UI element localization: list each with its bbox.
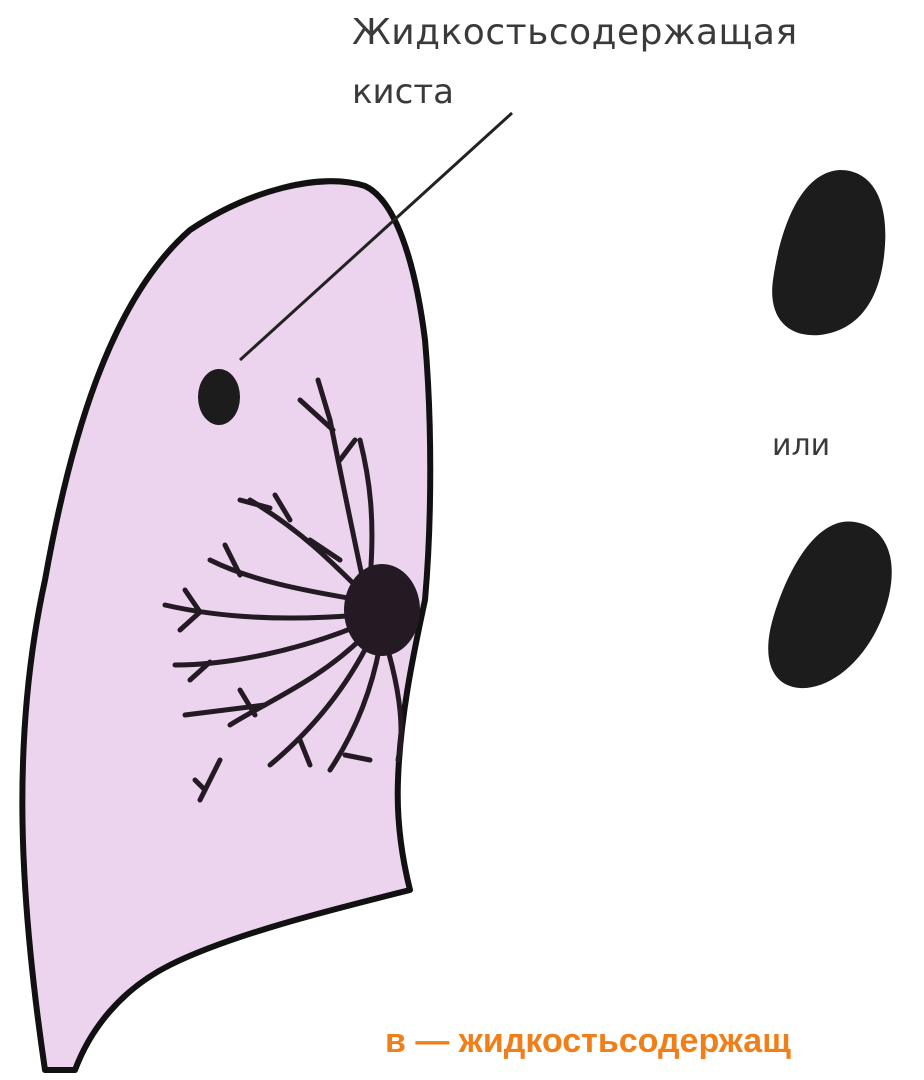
oval-shadow-icon [768,521,892,688]
or-text: или [772,428,830,463]
cyst-dot [198,369,240,425]
oval-shadow-icon [772,170,885,335]
cyst-label-line1: Жидкостьсодержащая [352,12,798,53]
cyst-label-line2: киста [352,72,454,112]
caption: в — жидкостьсодержащ [385,1022,791,1061]
